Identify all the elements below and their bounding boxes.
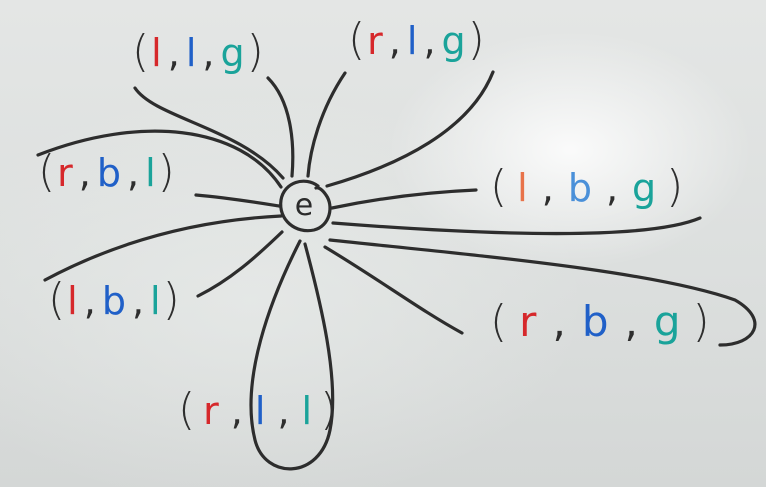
tuple-6: (r,b,g) <box>490 296 722 347</box>
tuple-7-elem-1: r <box>203 389 227 433</box>
open-paren: ( <box>132 26 152 77</box>
ray-t6 <box>328 238 757 347</box>
ray-t2 <box>306 71 347 178</box>
center-circle <box>279 179 332 233</box>
tuple-2-elem-3: g <box>441 19 468 63</box>
open-paren: ( <box>38 146 58 197</box>
tuple-2: (r,l,g) <box>348 14 487 65</box>
tuple-5-elem-3: l <box>150 279 163 323</box>
tuple-5-elem-1: l <box>67 279 80 323</box>
tuple-6-elem-1: r <box>519 297 549 346</box>
open-paren: ( <box>490 296 520 347</box>
tuple-1-elem-2: l <box>185 31 199 75</box>
close-paren: ) <box>320 384 346 435</box>
tuple-3-elem-3: l <box>145 151 158 195</box>
tuple-4: (l,b,g) <box>490 161 694 212</box>
close-paren: ) <box>246 26 266 77</box>
close-paren: ) <box>157 146 177 197</box>
tuple-1-elem-1: l <box>151 31 164 75</box>
tuple-3-elem-1: r <box>57 151 75 195</box>
tuple-2-elem-1: r <box>367 19 385 63</box>
ray-t2b <box>325 70 495 188</box>
tuple-6-elem-3: g <box>653 297 693 346</box>
tuple-4-elem-1: l <box>517 166 538 210</box>
tuple-5-elem-2: b <box>101 279 128 323</box>
open-paren: ( <box>348 14 368 65</box>
ray-t7 <box>249 239 335 471</box>
close-paren: ) <box>692 296 722 347</box>
tuple-7: (r,l,l) <box>178 384 346 435</box>
ray-t4 <box>330 188 478 210</box>
tuple-2-elem-2: l <box>406 19 420 63</box>
tuple-4-elem-2: b <box>567 166 602 210</box>
ray-t3b <box>194 193 281 208</box>
ray-t3 <box>36 129 283 189</box>
tuple-6-elem-2: b <box>581 297 621 346</box>
ray-t1 <box>133 86 285 180</box>
tuple-1: (l,l,g) <box>132 26 266 77</box>
open-paren: ( <box>490 161 518 212</box>
tuple-3-elem-2: b <box>96 151 124 195</box>
ray-t5 <box>43 214 283 282</box>
ray-t6b <box>323 245 464 335</box>
close-paren: ) <box>666 161 694 212</box>
tuple-7-elem-2: l <box>254 389 274 433</box>
ray-t4b <box>331 216 702 236</box>
tuple-5: (l,b,l) <box>48 274 182 325</box>
tuple-1-elem-3: g <box>220 31 247 75</box>
close-paren: ) <box>467 14 487 65</box>
open-paren: ( <box>48 274 68 325</box>
ray-t1b <box>266 76 295 178</box>
tuple-7-elem-3: l <box>301 389 321 433</box>
ray-t5b <box>196 230 284 298</box>
close-paren: ) <box>162 274 182 325</box>
tuple-4-elem-3: g <box>632 166 667 210</box>
open-paren: ( <box>178 384 204 435</box>
center-node-label: e <box>294 188 314 223</box>
tuple-3: (r,b,l) <box>38 146 177 197</box>
